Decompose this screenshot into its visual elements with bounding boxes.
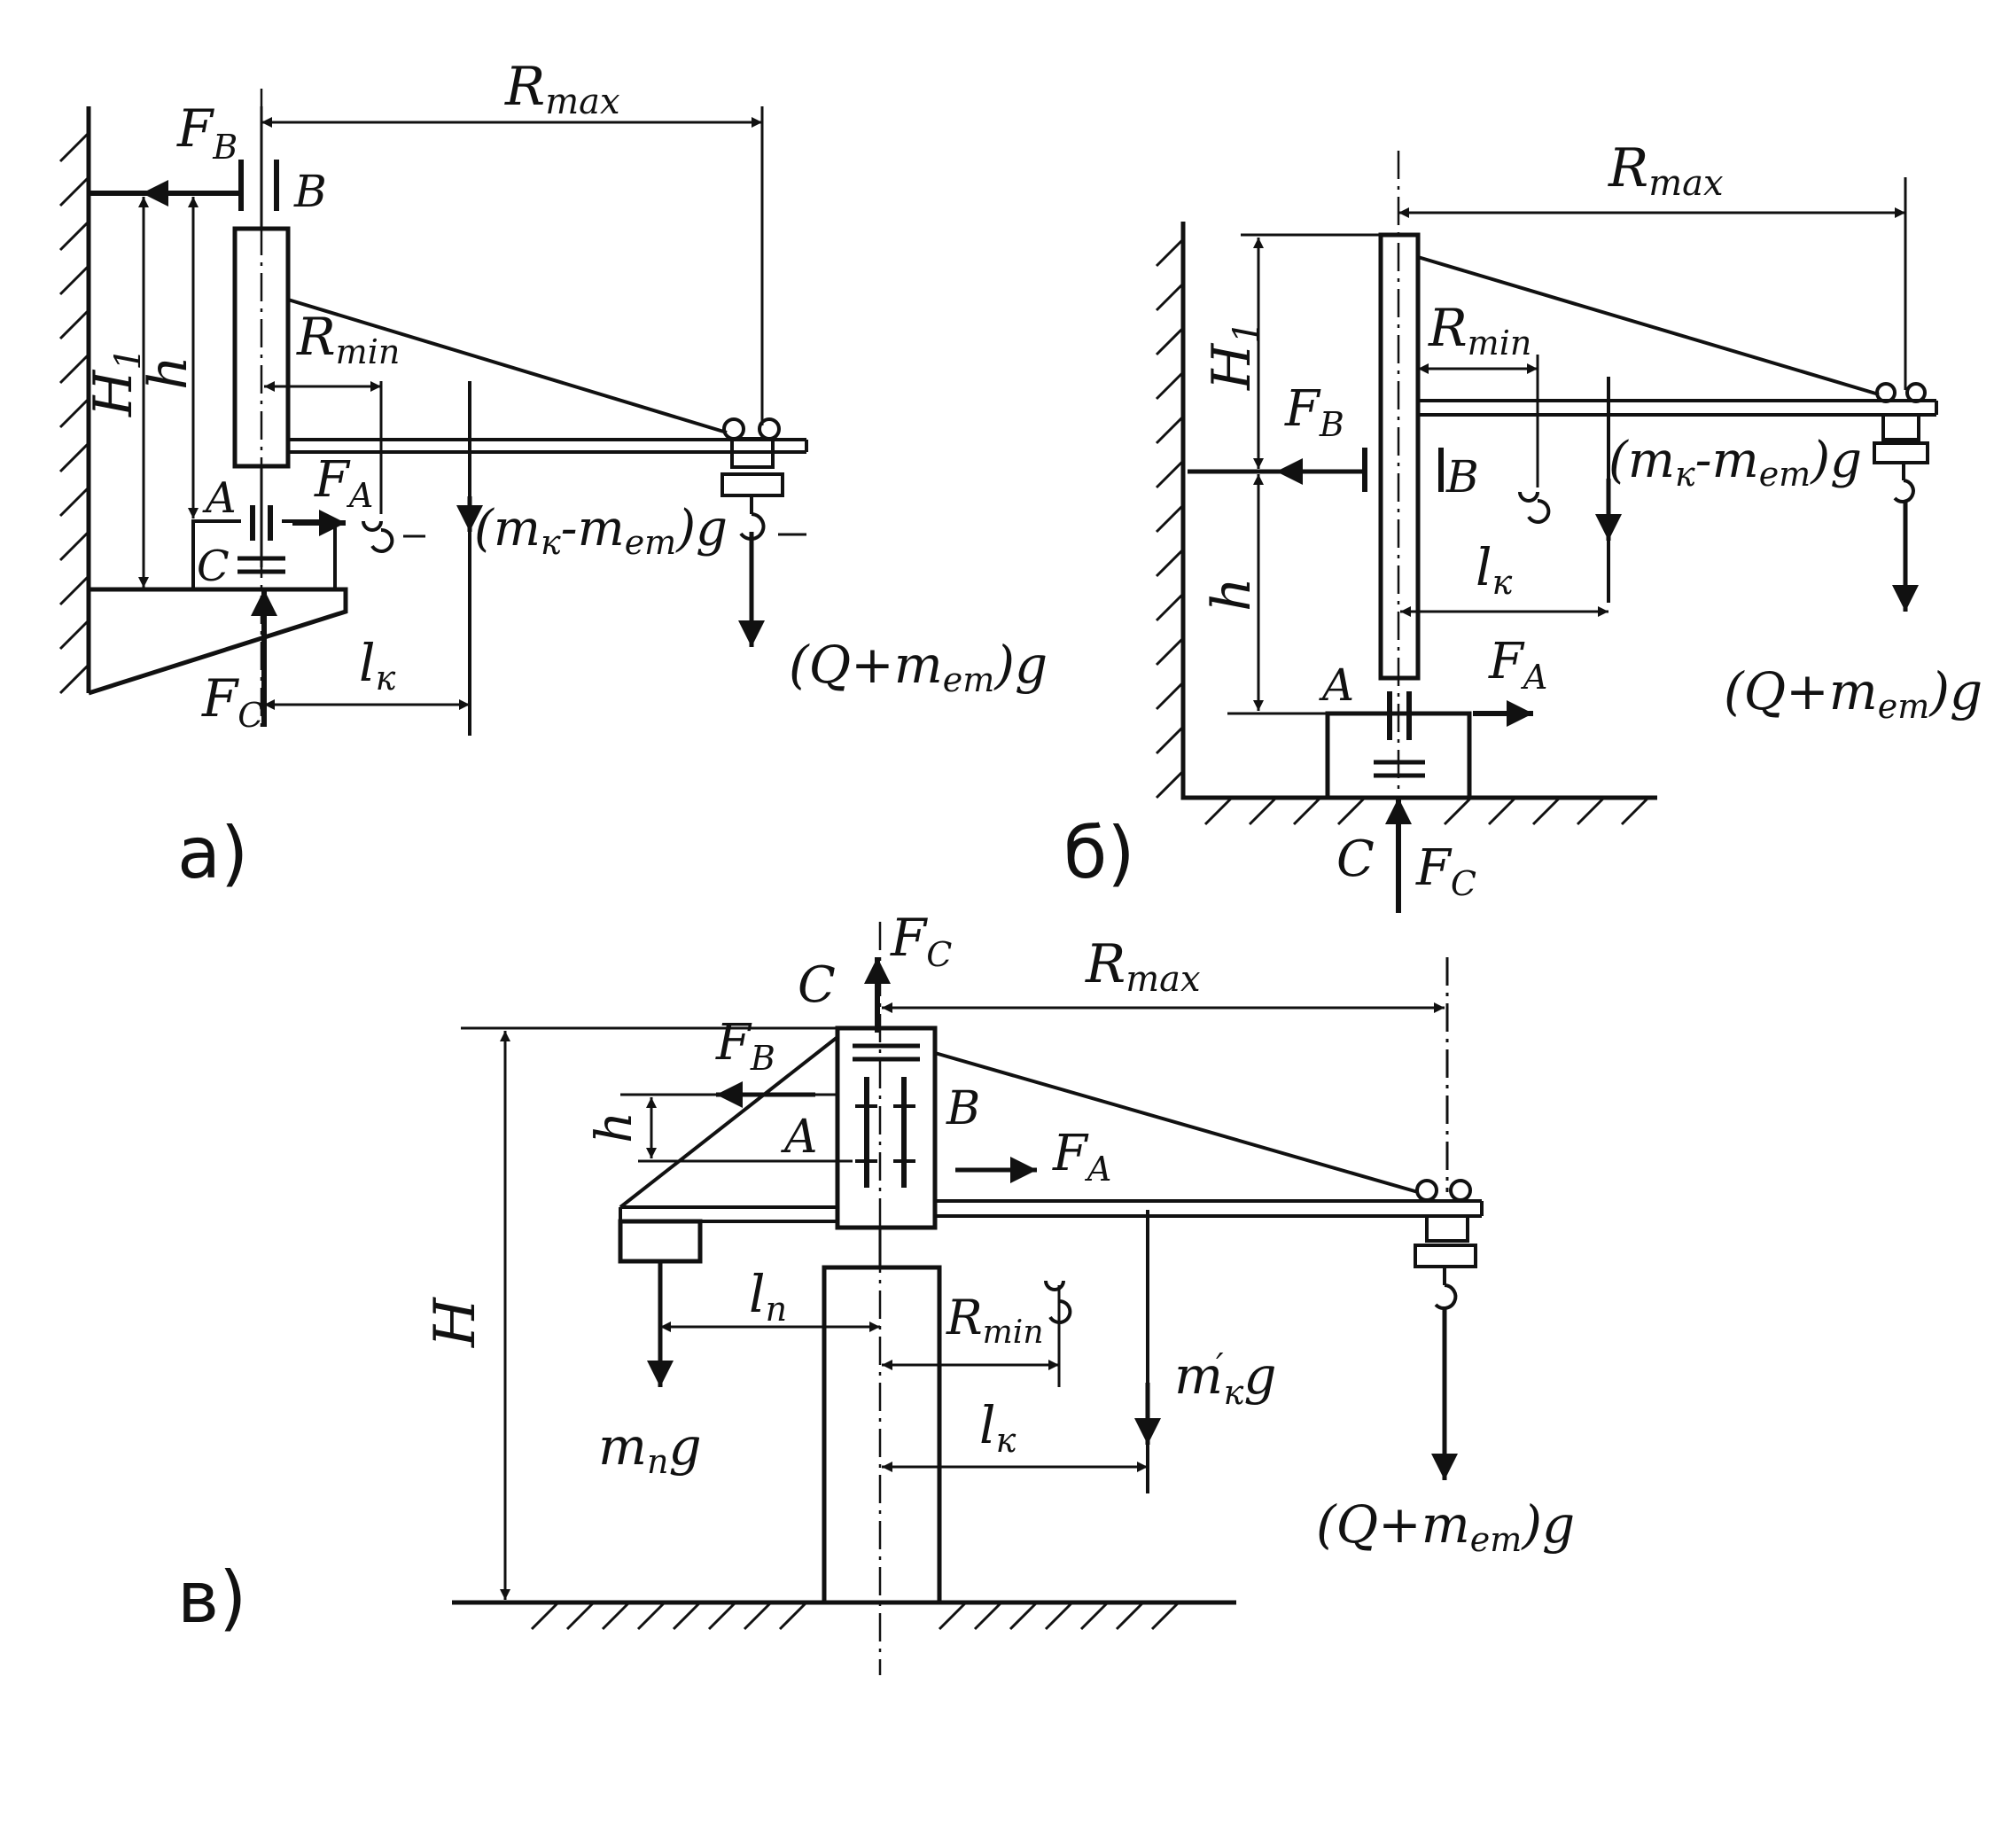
rotating-head-v bbox=[835, 1025, 938, 1230]
label-h-b: h bbox=[1201, 577, 1263, 612]
label-h1-a: H1 bbox=[82, 347, 149, 417]
label-b-v: B bbox=[946, 1082, 980, 1135]
caption-b: б) bbox=[1063, 812, 1135, 894]
label-crane-weight-v: m′кg bbox=[1174, 1345, 1276, 1412]
label-a-b: A bbox=[1319, 659, 1354, 711]
label-a-v: A bbox=[781, 1111, 818, 1164]
label-fa-a: FA bbox=[314, 451, 373, 515]
label-fb-a: FB bbox=[176, 98, 238, 167]
ground-v bbox=[452, 1600, 1236, 1631]
hook-rmin-v bbox=[1044, 1280, 1072, 1387]
trolley-v bbox=[1414, 957, 1477, 1480]
boom-b bbox=[1417, 255, 1938, 417]
label-b-b: B bbox=[1445, 451, 1479, 503]
label-fa-b: FA bbox=[1488, 633, 1547, 697]
label-fc-v: FC bbox=[890, 908, 952, 974]
boom-a bbox=[287, 298, 808, 454]
trolley-b bbox=[1873, 382, 1929, 612]
label-fc-b: FC bbox=[1415, 839, 1476, 903]
label-c-a: C bbox=[197, 542, 230, 591]
label-load-v: (Q+mет)g bbox=[1316, 1494, 1575, 1559]
label-counter-weight-v: mпg bbox=[598, 1416, 702, 1481]
dimensions-a bbox=[138, 106, 764, 710]
label-rmax-v: Rmax bbox=[1085, 933, 1201, 1000]
support-b-a bbox=[89, 160, 279, 211]
label-rmax-b: Rmax bbox=[1608, 137, 1724, 204]
hook-rmin-b bbox=[1518, 355, 1551, 524]
label-lk-a: lк bbox=[359, 633, 396, 698]
wall-b bbox=[1155, 222, 1657, 826]
label-c-b: C bbox=[1336, 830, 1375, 888]
figure-v: FC C Rmax FB h B A FA H lп Rmin m′кg mпg… bbox=[177, 908, 1575, 1675]
hook-rmin-a bbox=[362, 381, 425, 553]
label-fb-v: FB bbox=[715, 1014, 775, 1078]
label-rmin-v: Rmin bbox=[946, 1290, 1044, 1351]
trolley-a bbox=[720, 417, 806, 647]
label-h1-b: H1 bbox=[1201, 321, 1267, 391]
label-b-a: B bbox=[293, 166, 327, 217]
label-rmin-a: Rmin bbox=[296, 307, 400, 371]
label-rmax-a: Rmax bbox=[504, 56, 620, 122]
label-a-a: A bbox=[202, 473, 237, 523]
label-crane-weight-b: (mк-mет)g bbox=[1608, 432, 1862, 494]
label-crane-weight-a: (mк-mет)g bbox=[474, 500, 728, 562]
support-a-c-b bbox=[1227, 691, 1533, 913]
label-H-v: H bbox=[423, 1297, 488, 1348]
wall-a bbox=[58, 106, 91, 695]
dimensions-b bbox=[1253, 177, 1907, 711]
label-load-b: (Q+mет)g bbox=[1724, 661, 1982, 726]
label-rmin-b: Rmin bbox=[1428, 298, 1531, 363]
label-lk-b: lк bbox=[1476, 537, 1513, 602]
dimensions-v bbox=[461, 1002, 1445, 1600]
wall-bracket-a bbox=[88, 587, 348, 696]
label-load-a: (Q+mет)g bbox=[789, 635, 1048, 699]
figure-a: Rmax FB B H1 h Rmin A FA C FC lк (mк-mет… bbox=[58, 56, 1048, 894]
label-c-v: C bbox=[798, 956, 836, 1014]
tower-v bbox=[822, 1265, 942, 1605]
label-fc-a: FC bbox=[201, 668, 263, 735]
label-fb-b: FB bbox=[1284, 380, 1344, 444]
label-h-a: h bbox=[137, 355, 199, 390]
figure-b: Rmax H1 Rmin FB B (mк-mет)g lк h A FA (Q… bbox=[1063, 137, 1982, 913]
label-lk-v: lк bbox=[979, 1395, 1016, 1460]
caption-v: в) bbox=[177, 1556, 246, 1639]
label-h-v: h bbox=[586, 1111, 643, 1143]
main-jib-v bbox=[934, 1051, 1484, 1218]
counterweight-v bbox=[618, 1219, 703, 1264]
label-ln-v: lп bbox=[749, 1264, 787, 1329]
caption-a: а) bbox=[177, 812, 248, 894]
head-bearings-v bbox=[853, 1043, 920, 1267]
support-b-b bbox=[1188, 448, 1444, 492]
label-fa-v: FA bbox=[1052, 1125, 1111, 1189]
